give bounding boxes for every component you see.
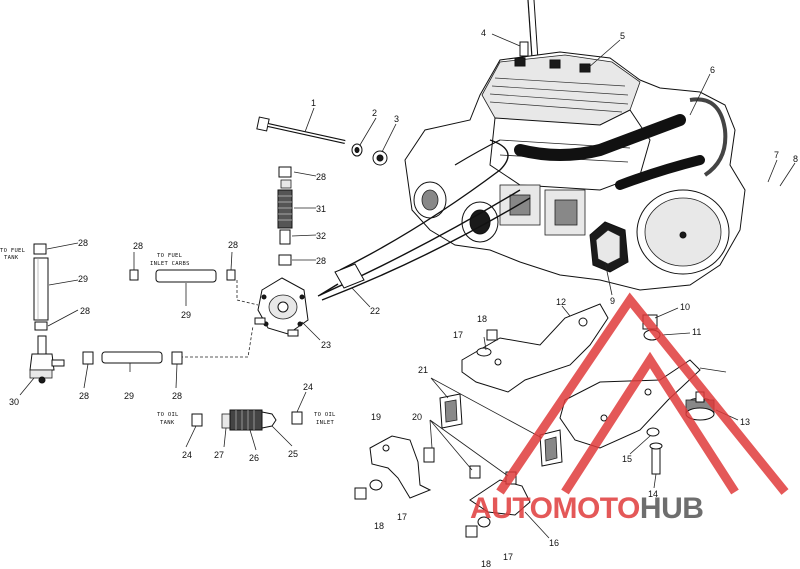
callout-31: 31	[316, 204, 326, 214]
callout-2: 2	[372, 108, 377, 118]
callout-22: 22	[370, 306, 380, 316]
callout-28c: 28	[78, 238, 88, 248]
watermark-auto: AUTO	[470, 492, 553, 525]
callout-numbers: 1 2 3 4 5 6 7 8 9 10 11 12 13 14 15 16 1…	[9, 28, 798, 569]
leader-lines	[19, 33, 796, 539]
callout-17c: 17	[503, 552, 513, 562]
callout-26: 26	[249, 453, 259, 463]
label-to-fuel-tank-1: TO FUEL	[0, 248, 26, 254]
callout-6: 6	[710, 65, 715, 75]
callout-10: 10	[680, 302, 690, 312]
engine-assembly	[317, 0, 746, 301]
watermark-hub: HUB	[640, 492, 704, 525]
callout-28d: 28	[80, 306, 90, 316]
callout-23: 23	[321, 340, 331, 350]
callout-5: 5	[620, 31, 625, 41]
label-to-fuel-tank-2: TANK	[4, 255, 19, 261]
callout-32: 32	[316, 231, 326, 241]
label-to-oil-tank-1: TO OIL	[157, 412, 179, 418]
callout-3: 3	[394, 114, 399, 124]
callout-17a: 17	[453, 330, 463, 340]
callout-12: 12	[556, 297, 566, 307]
callout-28b: 28	[316, 256, 326, 266]
label-to-oil-tank-2: TANK	[160, 420, 175, 426]
label-to-oil-inlet-1: TO OIL	[314, 412, 336, 418]
direction-labels: TO FUEL TANK TO FUEL INLET CARBS TO OIL …	[0, 248, 336, 426]
callout-29b: 29	[181, 310, 191, 320]
mount-bolt-group	[256, 116, 388, 166]
lower-brackets	[354, 377, 563, 538]
callout-28e: 28	[133, 241, 143, 251]
callout-13: 13	[740, 417, 750, 427]
automotohub-watermark: AUTOMOTOHUB	[470, 292, 789, 525]
callout-1: 1	[311, 98, 316, 108]
watermark-logo-triangle	[496, 292, 789, 495]
fuel-line-clamp	[319, 263, 365, 296]
watermark-moto: MOTO	[552, 492, 640, 525]
callout-28h: 28	[172, 391, 182, 401]
fuel-tank-line	[29, 243, 236, 384]
callout-20: 20	[412, 412, 422, 422]
callout-21: 21	[418, 365, 428, 375]
callout-8: 8	[793, 154, 798, 164]
svg-text:AUTOMOTOHUB: AUTOMOTOHUB	[470, 492, 703, 525]
engine-mount-plate-12	[461, 303, 609, 393]
callout-7: 7	[774, 150, 779, 160]
label-to-fuel-carbs-1: TO FUEL	[157, 253, 183, 259]
callout-29a: 29	[78, 274, 88, 284]
callout-18b: 18	[374, 521, 384, 531]
callout-15: 15	[622, 454, 632, 464]
callout-9: 9	[610, 296, 615, 306]
callout-17b: 17	[397, 512, 407, 522]
label-to-oil-inlet-2: INLET	[316, 420, 334, 426]
callout-11: 11	[692, 327, 701, 337]
callout-19: 19	[371, 412, 381, 422]
callout-27: 27	[214, 450, 224, 460]
callout-16: 16	[549, 538, 559, 548]
callout-28a: 28	[316, 172, 326, 182]
callout-14: 14	[648, 489, 658, 499]
callout-25: 25	[288, 449, 298, 459]
fuel-pump-stack	[180, 166, 309, 358]
callout-30: 30	[9, 397, 19, 407]
callout-4: 4	[481, 28, 486, 38]
label-to-fuel-carbs-2: INLET CARBS	[150, 261, 190, 267]
callout-29c: 29	[124, 391, 134, 401]
callout-24b: 24	[303, 382, 313, 392]
oil-line	[191, 409, 303, 431]
callout-28g: 28	[79, 391, 89, 401]
callout-24a: 24	[182, 450, 192, 460]
callout-28f: 28	[228, 240, 238, 250]
callout-18a: 18	[477, 314, 487, 324]
callout-18c: 18	[481, 559, 491, 569]
